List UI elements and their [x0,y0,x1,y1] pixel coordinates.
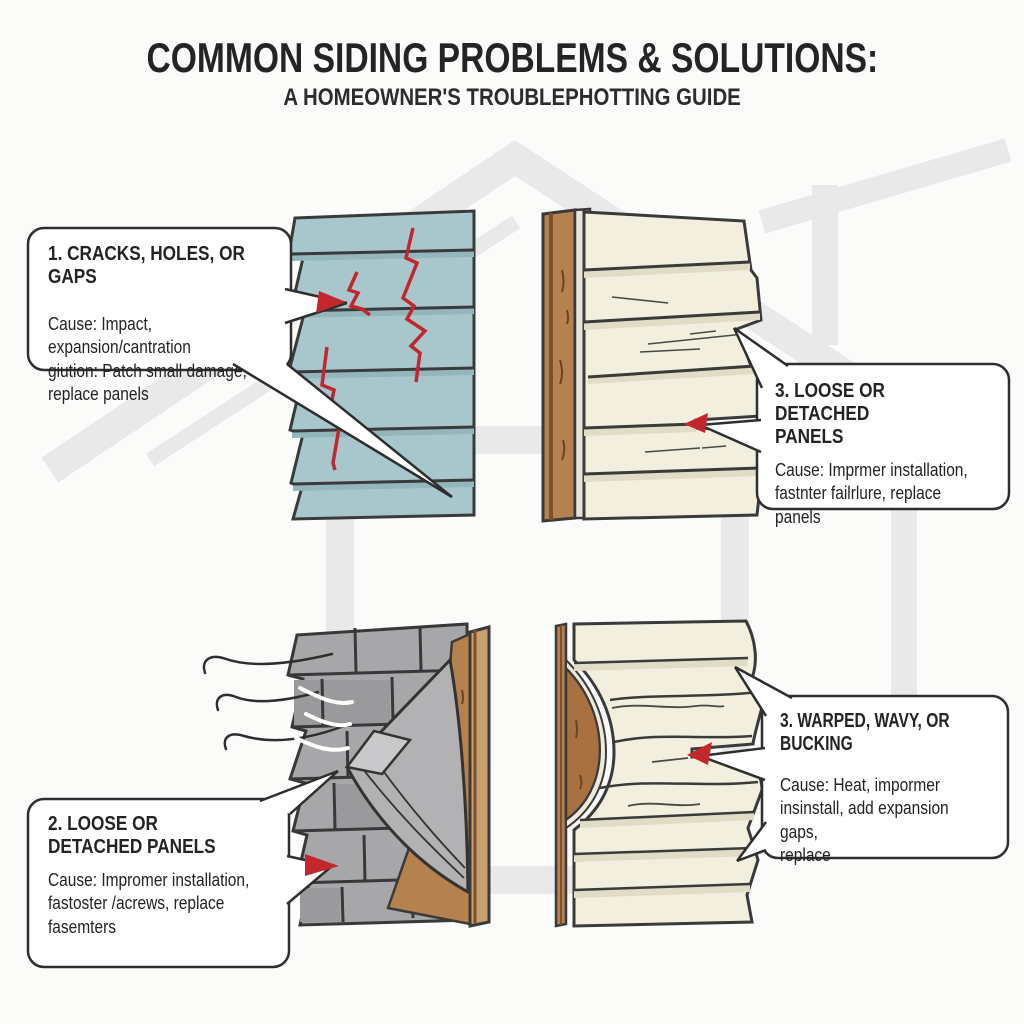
callout-bubbles [26,226,1011,969]
infographic-header: COMMON SIDING PROBLEMS & SOLUTIONS: A HO… [0,34,1024,112]
callout-3-loose-detached-panels: 2. LOOSE OR DETACHED PANELS Cause: Impro… [48,813,308,939]
warp-squiggles [611,704,725,807]
bowed-panel-edge-band [565,657,608,830]
callout-2-pointer [699,326,789,454]
figure-warped-siding [554,619,766,928]
page-subtitle: A HOMEOWNER'S TROUBLEPHOTTING GUIDE [283,84,741,111]
wind-lines [202,652,346,751]
callout-body: Cause: Impact, expansion/cantration giut… [48,314,247,405]
scratch-marks [611,296,745,453]
figure-loose-panel-siding [541,207,764,523]
callout-heading: 3. WARPED, WAVY, OR BUCKING [780,710,950,755]
callout-body: Cause: Imprmer installation, fastnter fa… [775,460,968,527]
wind-swooshes-white [294,686,354,752]
red-arrow-left-icon [687,742,712,765]
callout-heading: 2. LOOSE OR DETACHED PANELS [48,813,216,858]
callout-heading: 3. LOOSE OR DETACHED PANELS [775,380,885,448]
red-arrow-right-icon [316,291,346,313]
callout-4-pointer [699,665,793,863]
red-arrow-left-icon [684,413,708,433]
callout-4-warped-wavy-buckling: 3. WARPED, WAVY, OR BUCKING Cause: Heat,… [780,710,1008,868]
callout-1-cracks-holes-gaps: 1. CRACKS, HOLES, OR GAPS Cause: Impact,… [48,243,308,407]
peeled-shingle-flap [345,656,470,895]
callout-body: Cause: Impromer installation, fastoster … [48,870,250,937]
red-arrow-right-icon [305,854,339,876]
red-pointer-arrows [305,291,712,876]
lap-shadows [574,659,754,898]
callout-heading: 1. CRACKS, HOLES, OR GAPS [48,243,245,288]
wood-trim-strip [468,625,491,928]
callout-2-loose-detached-panels: 3. LOOSE OR DETACHED PANELS Cause: Imprm… [775,380,1005,529]
page-title: COMMON SIDING PROBLEMS & SOLUTIONS: [146,34,878,81]
callout-body: Cause: Heat, impormer insinstall, add ex… [780,775,949,866]
flap-corner-fold [344,729,413,776]
figure-cracked-siding [287,209,476,521]
wood-sheathing-board [541,208,577,523]
lap-shadows [584,263,760,482]
lap-lines [290,248,475,486]
callout-1-pointer [232,287,453,499]
wood-grain [575,719,583,790]
figure-peeling-shingles [202,622,491,928]
lap-lines [583,260,761,476]
warped-lap-lines [573,656,761,892]
wood-grain [559,269,569,461]
